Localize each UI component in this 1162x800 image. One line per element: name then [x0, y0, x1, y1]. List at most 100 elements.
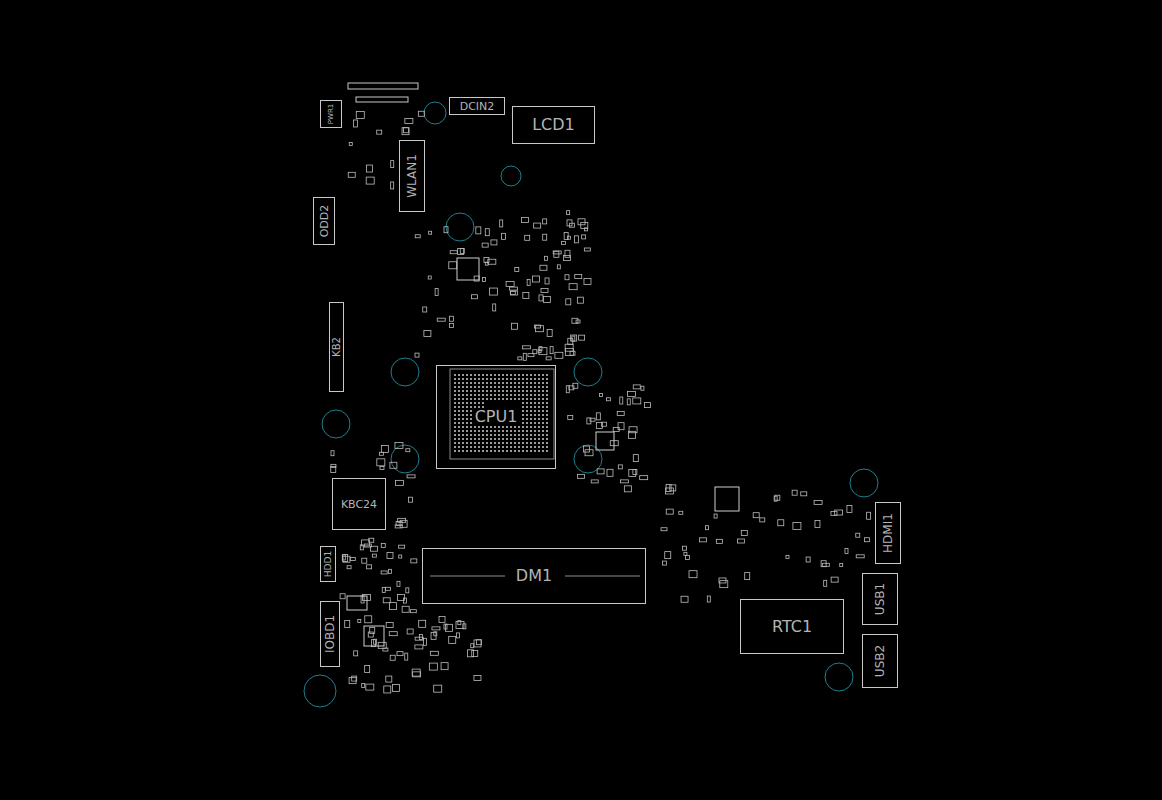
component-pad	[584, 228, 587, 231]
component-pad	[365, 665, 370, 672]
component-pad	[366, 684, 374, 690]
component-pad	[555, 352, 563, 358]
reference-designator: IOBD1	[323, 613, 337, 655]
component-pad	[474, 675, 481, 680]
component-pad	[352, 676, 357, 681]
component-pad	[629, 469, 636, 476]
component-pad	[367, 165, 373, 172]
bga-pattern	[450, 369, 554, 459]
component-pad	[390, 462, 397, 468]
component-pad	[477, 640, 482, 645]
component-pad	[607, 469, 613, 476]
component-pad	[564, 256, 571, 261]
component-pad	[404, 128, 409, 133]
component-pad	[577, 474, 584, 478]
component-pad	[596, 413, 600, 420]
component-pad	[449, 262, 457, 269]
reference-designator: HDD1	[323, 549, 334, 579]
component-pad	[382, 587, 385, 592]
component-pad	[528, 354, 534, 357]
component-pad	[775, 495, 780, 500]
component-pad	[343, 554, 348, 561]
component-pad	[510, 291, 517, 295]
component-pad	[847, 506, 852, 513]
component-pad	[720, 581, 728, 588]
component-pad	[391, 182, 394, 189]
component-pad	[567, 220, 572, 226]
component-pad	[539, 295, 543, 301]
reference-designator: CPU1	[473, 408, 520, 426]
component-pad	[565, 349, 573, 356]
component-outline: CPU1	[436, 365, 556, 469]
component-pad	[406, 449, 410, 452]
component-pad	[345, 620, 350, 627]
component-pad	[368, 632, 373, 637]
reference-designator: DM1	[514, 567, 554, 585]
component-pad	[381, 571, 387, 574]
component-pad	[349, 678, 356, 684]
component-pad	[793, 522, 801, 529]
component-pad	[402, 606, 409, 612]
component-pad	[405, 653, 408, 660]
mounting-hole	[446, 213, 474, 241]
component-pad	[405, 119, 413, 124]
component-pad	[568, 338, 573, 344]
component-pad	[395, 480, 403, 485]
component-pad	[543, 219, 547, 224]
connector-outline	[356, 97, 408, 102]
component-pad	[814, 500, 822, 504]
chip-outline	[364, 626, 384, 646]
component-pad	[354, 120, 358, 127]
component-pad	[606, 398, 610, 401]
component-pad	[700, 538, 707, 542]
component-pad	[579, 335, 585, 340]
mounting-hole	[424, 102, 446, 124]
component-pad	[544, 256, 547, 260]
mounting-hole	[322, 410, 350, 438]
component-pad	[354, 651, 358, 656]
component-pad	[372, 554, 376, 557]
reference-designator: WLAN1	[405, 152, 419, 200]
component-pad	[444, 227, 448, 233]
component-pad	[362, 558, 367, 563]
component-pad	[640, 476, 648, 480]
component-pad	[449, 636, 456, 643]
mounting-hole	[574, 358, 602, 386]
component-pad	[546, 357, 551, 360]
component-pad	[774, 496, 777, 501]
component-pad	[476, 227, 481, 234]
component-pad	[431, 632, 436, 639]
component-pad	[402, 128, 409, 135]
component-pad	[539, 348, 547, 355]
component-pad	[482, 277, 485, 281]
component-pad	[574, 236, 578, 243]
component-pad	[633, 385, 640, 389]
slot-line	[430, 576, 505, 577]
component-pad	[760, 518, 765, 522]
component-pad	[540, 265, 547, 270]
component-pad	[485, 262, 488, 265]
component-pad	[398, 594, 405, 600]
component-outline: HDMI1	[875, 502, 901, 564]
component-pad	[366, 177, 374, 184]
component-pad	[371, 546, 378, 551]
component-pad	[523, 346, 531, 349]
component-pad	[831, 577, 838, 582]
component-pad	[370, 627, 375, 633]
component-pad	[689, 571, 697, 578]
component-pad	[582, 235, 586, 239]
component-pad	[666, 509, 673, 514]
component-pad	[429, 231, 432, 234]
reference-designator: ODD2	[318, 203, 331, 240]
component-pad	[506, 281, 514, 286]
component-pad	[449, 316, 453, 321]
component-pad	[510, 291, 515, 294]
component-pad	[856, 555, 864, 558]
component-pad	[565, 344, 573, 351]
component-pad	[550, 347, 553, 354]
component-pad	[389, 632, 397, 636]
component-pad	[518, 357, 522, 360]
component-pad	[471, 644, 474, 648]
component-pad	[617, 411, 624, 415]
